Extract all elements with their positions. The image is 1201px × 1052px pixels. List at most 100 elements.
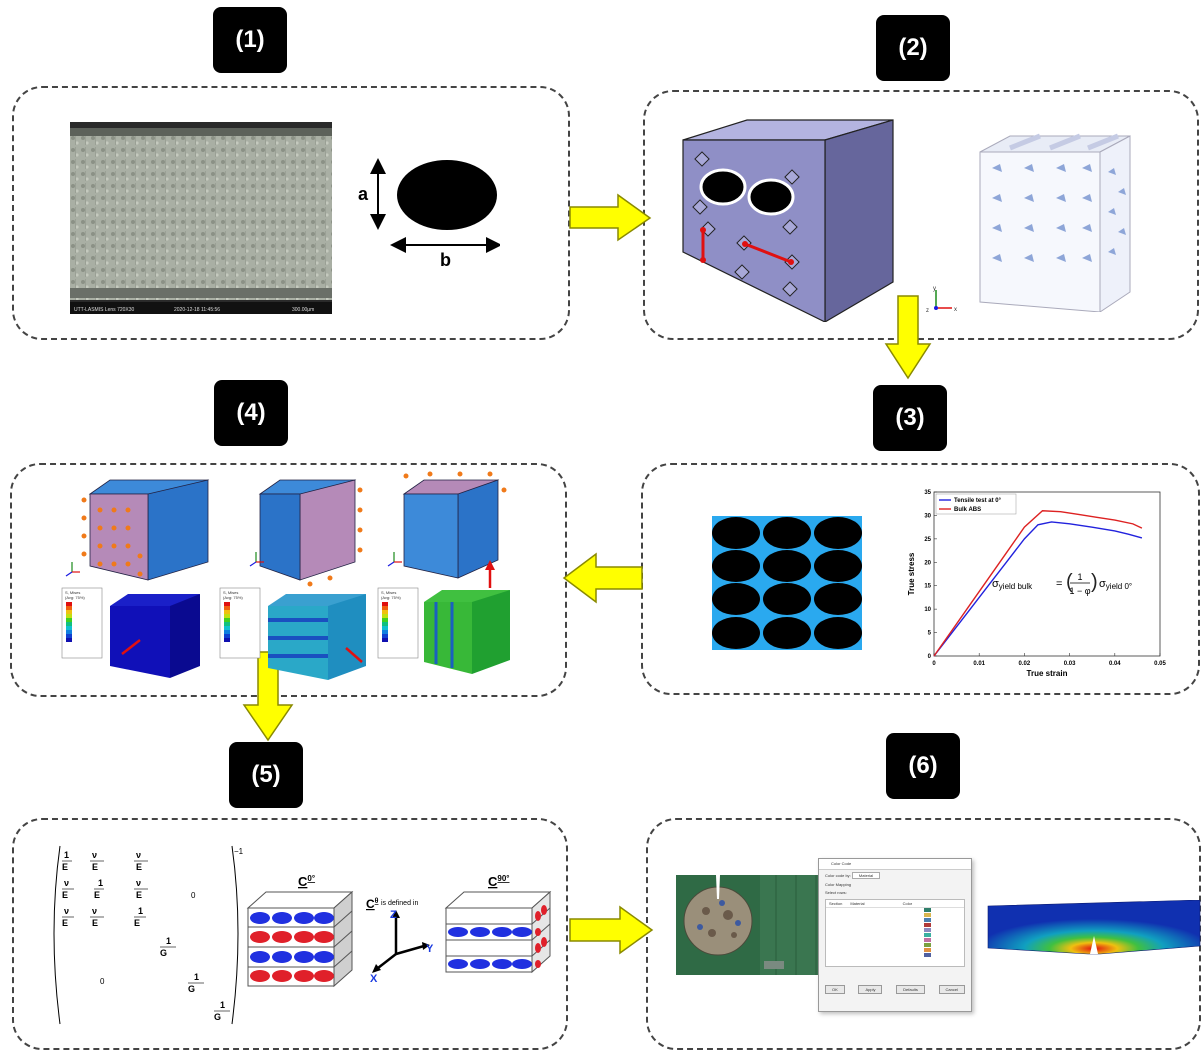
dialog-cancel-button[interactable]: Cancel (938, 985, 965, 994)
svg-text:z: z (926, 308, 929, 314)
chart-y-axis-label: True stress (907, 552, 916, 595)
svg-text:): ) (1091, 571, 1098, 593)
mises-legend-3: S, Mises (Avg: 75%) (377, 587, 419, 659)
svg-text:G: G (188, 984, 195, 994)
svg-text:1: 1 (64, 850, 69, 860)
svg-text:G: G (214, 1012, 221, 1022)
chart-y-tick-label: 5 (928, 631, 932, 637)
svg-text:σyield bulk: σyield bulk (992, 578, 1033, 591)
chart-y-tick-label: 20 (924, 560, 931, 566)
svg-text:x: x (954, 307, 957, 313)
svg-text:(Avg: 75%): (Avg: 75%) (65, 595, 85, 600)
step-6-label: (6) (886, 733, 960, 799)
svg-text:E: E (136, 890, 142, 900)
chart-legend: Tensile test at 0° Bulk ABS (935, 493, 1017, 515)
micrograph-footer-3: 300.00μm (292, 307, 314, 313)
chart-x-tick-label: 0 (932, 661, 936, 667)
dialog-title: Color Code (819, 859, 971, 870)
svg-text:=: = (1056, 578, 1062, 590)
arrow-3-to-4 (562, 552, 643, 604)
svg-text:1: 1 (138, 906, 143, 916)
step-3-label: (3) (873, 385, 947, 451)
step-1-label: (1) (213, 7, 287, 73)
matrix-zero-lower: 0 (100, 977, 105, 986)
chart-y-tick-label: 30 (924, 513, 931, 519)
svg-text:ν: ν (136, 878, 141, 888)
step-4-label: (4) (214, 380, 288, 446)
svg-text:(Avg: 75%): (Avg: 75%) (381, 595, 401, 600)
chart-plot-area (933, 491, 1161, 657)
dialog-defaults-button[interactable]: Defaults (896, 985, 925, 994)
fe-model-screenshot (676, 875, 836, 975)
svg-text:S, Mises: S, Mises (381, 590, 396, 595)
svg-text:y: y (933, 286, 936, 292)
chart-x-tick-label: 0.01 (973, 661, 985, 667)
unit-cell-ellipses (712, 516, 862, 650)
yield-formula: σyield bulk = ( 1 1 − φ ) σyield 0° (992, 571, 1132, 596)
svg-text:G: G (160, 948, 167, 958)
chart-y-tick-label: 15 (924, 584, 931, 590)
fem-cube-2 (258, 479, 363, 587)
micrograph-footer-1: UTT-LASMIS Lens 720X30 (74, 307, 135, 313)
color-code-dialog: Color Code Color code by: Material Color… (818, 858, 972, 1012)
svg-text:Cθ: Cθ (366, 897, 379, 911)
svg-text:E: E (62, 862, 68, 872)
axis-x-label: X (370, 973, 378, 982)
svg-text:E: E (92, 918, 98, 928)
chart-x-tick-label: 0.04 (1109, 661, 1121, 667)
svg-text:1 − φ: 1 − φ (1069, 586, 1090, 596)
arrow-1-to-2 (569, 193, 652, 242)
inverse-exponent: −1 (234, 847, 244, 856)
svg-text:σyield 0°: σyield 0° (1099, 578, 1132, 591)
chart-y-tick-label: 0 (928, 654, 932, 660)
dimension-b-label: b (440, 250, 451, 268)
fem-result-3 (424, 560, 510, 674)
micrograph: UTT-LASMIS Lens 720X30 2020-12-18 11:45:… (70, 122, 332, 314)
fem-cube-3 (402, 471, 507, 579)
meshed-unit-cube (979, 133, 1131, 312)
arrow-5-to-6 (569, 905, 654, 955)
color-code-select[interactable]: Material (851, 872, 881, 879)
axis-y-label: Y (426, 943, 434, 955)
chart-y-tick-label: 35 (924, 490, 931, 496)
step-5-label: (5) (229, 742, 303, 808)
block-with-voids (682, 119, 894, 322)
svg-text:1: 1 (98, 878, 103, 888)
fracture-stress-contour (987, 900, 1201, 955)
coordinate-axes-xyz: Cθ is defined in Z Y X (366, 897, 434, 982)
matrix-zero-upper: 0 (191, 891, 196, 900)
svg-text:S, Mises: S, Mises (223, 590, 238, 595)
svg-text:E: E (136, 862, 142, 872)
dialog-ok-button[interactable]: OK (825, 985, 845, 994)
laminate-c0: C0° (246, 874, 354, 988)
legend-label-1: Tensile test at 0° (954, 498, 1002, 504)
fiber-ellipse (397, 160, 497, 230)
chart-x-tick-label: 0.05 (1154, 661, 1166, 667)
fem-result-1 (110, 594, 200, 678)
legend-label-2: Bulk ABS (954, 507, 981, 513)
svg-text:E: E (92, 862, 98, 872)
chart-y-tick-label: 10 (924, 607, 931, 613)
panel-5 (12, 818, 568, 1050)
mises-legend-1: S, Mises (Avg: 75%) (61, 587, 103, 659)
svg-text:1: 1 (220, 1000, 225, 1010)
svg-text:C0°: C0° (298, 874, 315, 889)
block-side-face (824, 119, 894, 322)
step-2-label: (2) (876, 15, 950, 81)
svg-text:1: 1 (194, 972, 199, 982)
axis-z-label: Z (390, 909, 397, 921)
fem-cube-1 (81, 479, 210, 581)
fem-boundary-conditions: S, Mises (Avg: 75%) S, Mises (Avg: 75%) … (61, 471, 510, 680)
chart-y-tick-label: 25 (924, 537, 931, 543)
svg-text:is defined in: is defined in (381, 900, 418, 907)
ellipse-dimension-diagram: a b (358, 158, 500, 268)
svg-text:E: E (62, 918, 68, 928)
dialog-apply-button[interactable]: Apply (858, 985, 883, 994)
chart-x-tick-label: 0.03 (1064, 661, 1076, 667)
svg-text:ν: ν (64, 878, 69, 888)
svg-text:ν: ν (64, 906, 69, 916)
svg-text:(: ( (1066, 571, 1073, 593)
panel-1 (12, 86, 570, 340)
mises-legend-2: S, Mises (Avg: 75%) (219, 587, 261, 659)
